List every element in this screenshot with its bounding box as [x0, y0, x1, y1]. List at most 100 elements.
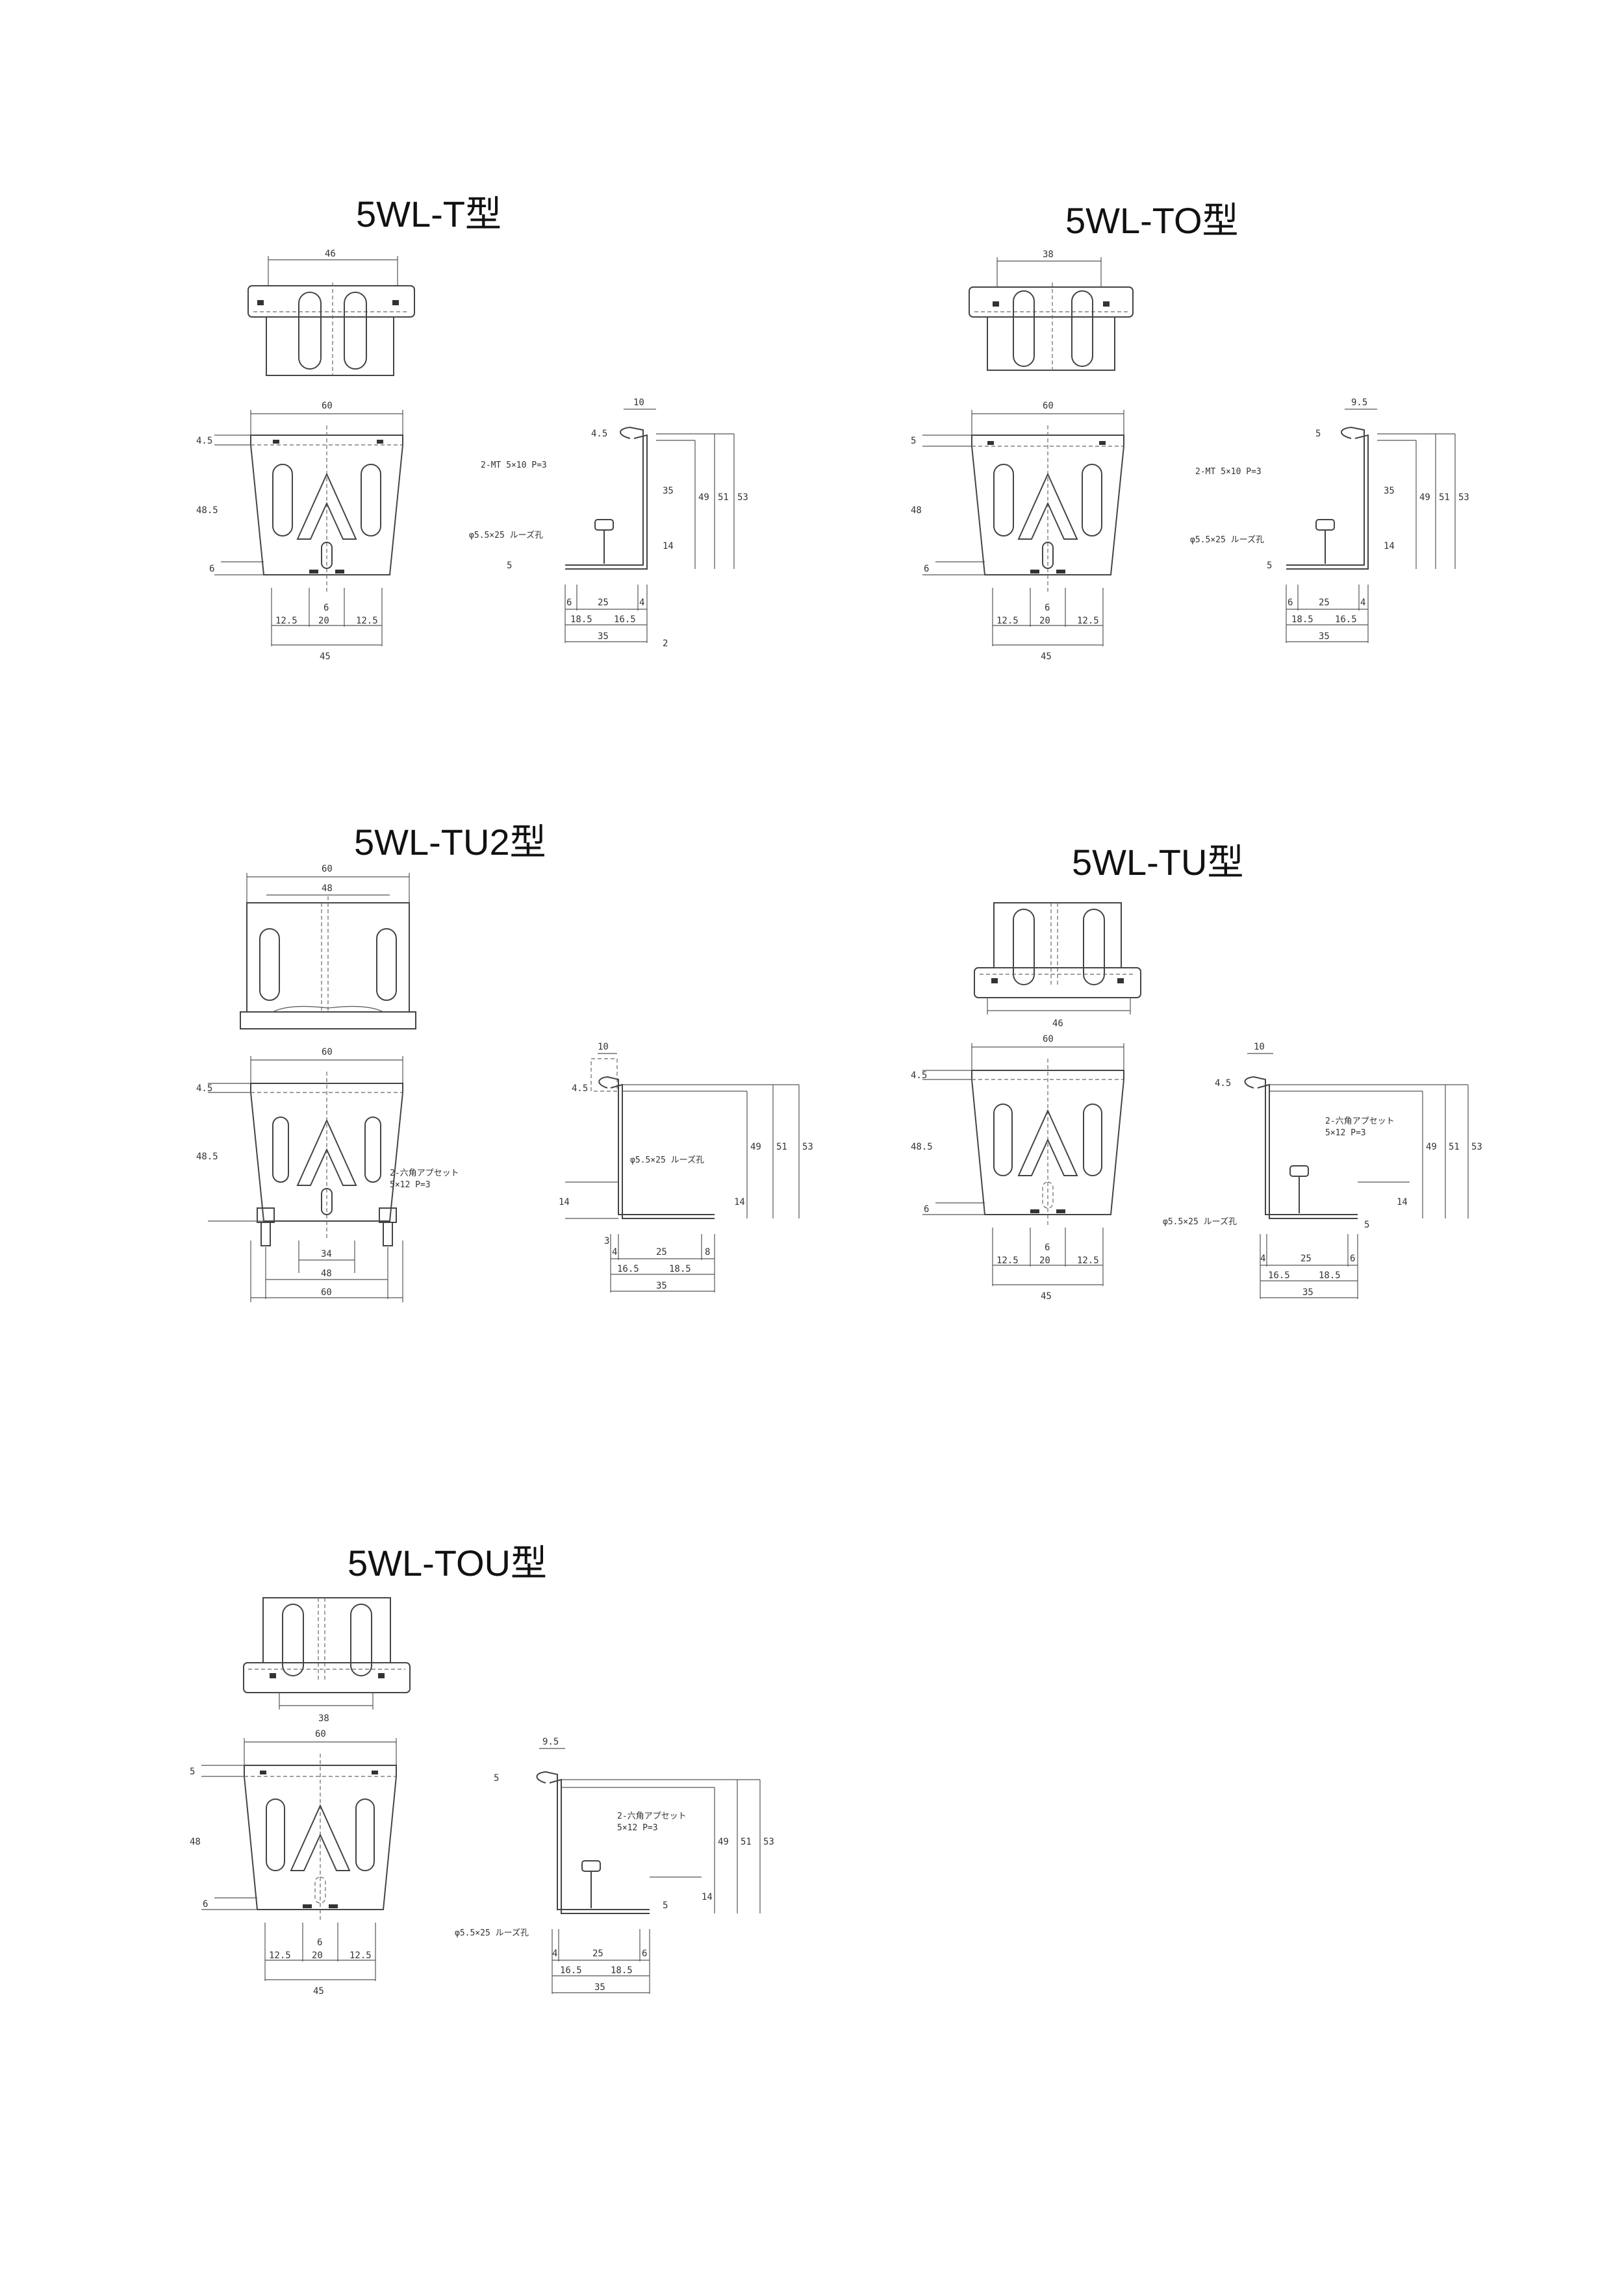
dim-top-tu2-0: 60 [322, 864, 333, 874]
dim-front-t-6: 20 [318, 616, 329, 626]
dim-front-tu-3: 6 [924, 1204, 929, 1215]
dim-front-to-3: 6 [924, 564, 929, 574]
dim-side-tou-7: 4 [552, 1949, 557, 1959]
dim-top-tu: 46 [1052, 1018, 1063, 1029]
side-view-tou: 9.5 5 49 51 53 14 5 2-六角アプセット 5×12 P=3 φ… [455, 1737, 774, 1994]
dim-front-tou-7: 12.5 [349, 1950, 372, 1961]
dim-front-tou-3: 6 [203, 1899, 208, 1910]
dim-side-to-3: 49 [1419, 492, 1430, 503]
dim-side-tu-9: 6 [1350, 1254, 1355, 1264]
dim-front-t-2: 48.5 [196, 505, 218, 516]
dim-side-tu-12: 35 [1302, 1287, 1313, 1298]
note-tou-0: 2-六角アプセット [617, 1811, 687, 1821]
dim-side-tou-1: 5 [494, 1773, 499, 1784]
dim-side-tu2-5: 14 [559, 1197, 570, 1207]
top-view-t: 46 [247, 249, 415, 376]
note-tu2-0: 2-六角アプセット [390, 1168, 459, 1178]
note-tou-2: φ5.5×25 ルーズ孔 [455, 1928, 529, 1938]
dim-side-t-5: 53 [737, 492, 748, 503]
dim-side-tu2-12: 35 [656, 1281, 667, 1291]
dim-front-tu2-2: 48.5 [196, 1152, 218, 1162]
front-view-to: 60 5 48 6 6 12.5 20 12.5 45 [911, 401, 1124, 662]
note-tu-2: φ5.5×25 ルーズ孔 [1163, 1217, 1237, 1227]
dim-side-to-6: 14 [1384, 541, 1395, 551]
dim-side-tu-11: 18.5 [1319, 1270, 1341, 1281]
top-view-to: 38 [969, 249, 1134, 371]
dim-top-tou: 38 [318, 1713, 329, 1724]
dim-front-to-6: 20 [1039, 616, 1050, 626]
dim-side-tu2-7: 4 [612, 1247, 617, 1257]
model-title-tou: 5WL-TOU型 [348, 1543, 547, 1583]
model-title-t: 5WL-T型 [356, 194, 501, 234]
side-view-to: 9.5 5 35 49 51 53 14 5 2-MT 5×10 P=3 φ5.… [1190, 397, 1469, 643]
dim-side-t-13: 35 [598, 631, 609, 642]
dim-side-t-11: 18.5 [570, 614, 592, 625]
dim-side-t-3: 49 [698, 492, 709, 503]
dim-front-tou-6: 20 [312, 1950, 323, 1961]
dim-front-tou-0: 60 [315, 1729, 326, 1739]
model-title-tu2: 5WL-TU2型 [354, 822, 546, 863]
dim-front-to-8: 45 [1041, 651, 1052, 662]
dim-side-to-11: 18.5 [1291, 614, 1313, 625]
dim-front-tu-1: 4.5 [911, 1070, 927, 1081]
dim-side-tu-0: 10 [1254, 1042, 1265, 1052]
note-tu-0: 2-六角アプセット [1325, 1116, 1395, 1126]
note-tu2-1: 5×12 P=3 [390, 1180, 431, 1190]
side-view-tu: 10 4.5 49 51 53 14 5 2-六角アプセット 5×12 P=3 … [1163, 1042, 1482, 1299]
dim-side-tu2-11: 18.5 [669, 1264, 691, 1274]
dim-side-tu2-6: 3 [604, 1236, 609, 1246]
dim-side-tu2-4: 53 [802, 1142, 813, 1152]
dim-side-t-7: 5 [507, 561, 512, 571]
dim-side-tu-8: 25 [1300, 1254, 1312, 1264]
dim-side-t-2: 35 [663, 486, 674, 496]
dim-front-to-7: 12.5 [1077, 616, 1099, 626]
note-tu2-2: φ5.5×25 ルーズ孔 [630, 1155, 704, 1165]
dim-front-t-1: 4.5 [196, 436, 212, 446]
dim-front-t-0: 60 [322, 401, 333, 411]
dim-side-tou-11: 18.5 [611, 1965, 633, 1976]
dim-front-tou-1: 5 [190, 1767, 195, 1777]
dim-side-t-9: 25 [598, 598, 609, 608]
dim-front-tu2-3: 34 [321, 1249, 332, 1259]
dim-side-to-0: 9.5 [1351, 397, 1367, 408]
dim-front-tou-4: 6 [317, 1937, 322, 1948]
dim-side-tu-10: 16.5 [1268, 1270, 1290, 1281]
side-view-t: 10 4.5 35 49 51 53 14 5 2-MT 5×10 P=3 φ5… [469, 397, 748, 649]
dim-side-tu-6: 5 [1364, 1220, 1369, 1230]
dim-side-tu2-13: 14 [734, 1197, 745, 1207]
dim-side-to-7: 5 [1267, 561, 1272, 571]
front-view-tu2: 60 4.5 48.5 2-六角アプセット 5×12 P=3 34 48 60 [196, 1047, 459, 1302]
dim-side-to-8: 6 [1288, 598, 1293, 608]
dim-side-tu-1: 4.5 [1215, 1078, 1231, 1089]
dim-side-to-10: 4 [1360, 598, 1365, 608]
dim-side-t-12: 16.5 [614, 614, 636, 625]
dim-front-tu2-4: 48 [321, 1268, 332, 1279]
dim-front-tou-5: 12.5 [269, 1950, 291, 1961]
dim-front-to-2: 48 [911, 505, 922, 516]
dim-top-to: 38 [1043, 249, 1054, 260]
dim-side-to-13: 35 [1319, 631, 1330, 642]
note-to-0: 2-MT 5×10 P=3 [1195, 467, 1262, 477]
dim-front-t-5: 12.5 [275, 616, 298, 626]
dim-side-to-5: 53 [1458, 492, 1469, 503]
dim-front-tu2-1: 4.5 [196, 1083, 212, 1094]
note-t-1: φ5.5×25 ルーズ孔 [469, 530, 543, 540]
dim-front-tu-5: 12.5 [996, 1255, 1019, 1266]
dim-front-t-7: 12.5 [356, 616, 378, 626]
dim-side-to-12: 16.5 [1335, 614, 1357, 625]
dim-front-to-4: 6 [1045, 603, 1050, 613]
dim-side-tu-3: 51 [1449, 1142, 1460, 1152]
dim-front-tu2-0: 60 [322, 1047, 333, 1057]
dim-front-tou-8: 45 [313, 1986, 324, 1997]
dim-side-to-1: 5 [1315, 429, 1321, 439]
dim-side-to-4: 51 [1439, 492, 1450, 503]
dim-front-tu-4: 6 [1045, 1243, 1050, 1253]
dim-side-tu2-2: 49 [750, 1142, 761, 1152]
note-tou-1: 5×12 P=3 [617, 1823, 658, 1833]
dim-side-tu-7: 4 [1260, 1254, 1265, 1264]
dim-side-tu2-10: 16.5 [617, 1264, 639, 1274]
dim-side-tu-2: 49 [1426, 1142, 1437, 1152]
note-to-1: φ5.5×25 ルーズ孔 [1190, 535, 1264, 545]
model-title-to: 5WL-TO型 [1065, 200, 1239, 241]
